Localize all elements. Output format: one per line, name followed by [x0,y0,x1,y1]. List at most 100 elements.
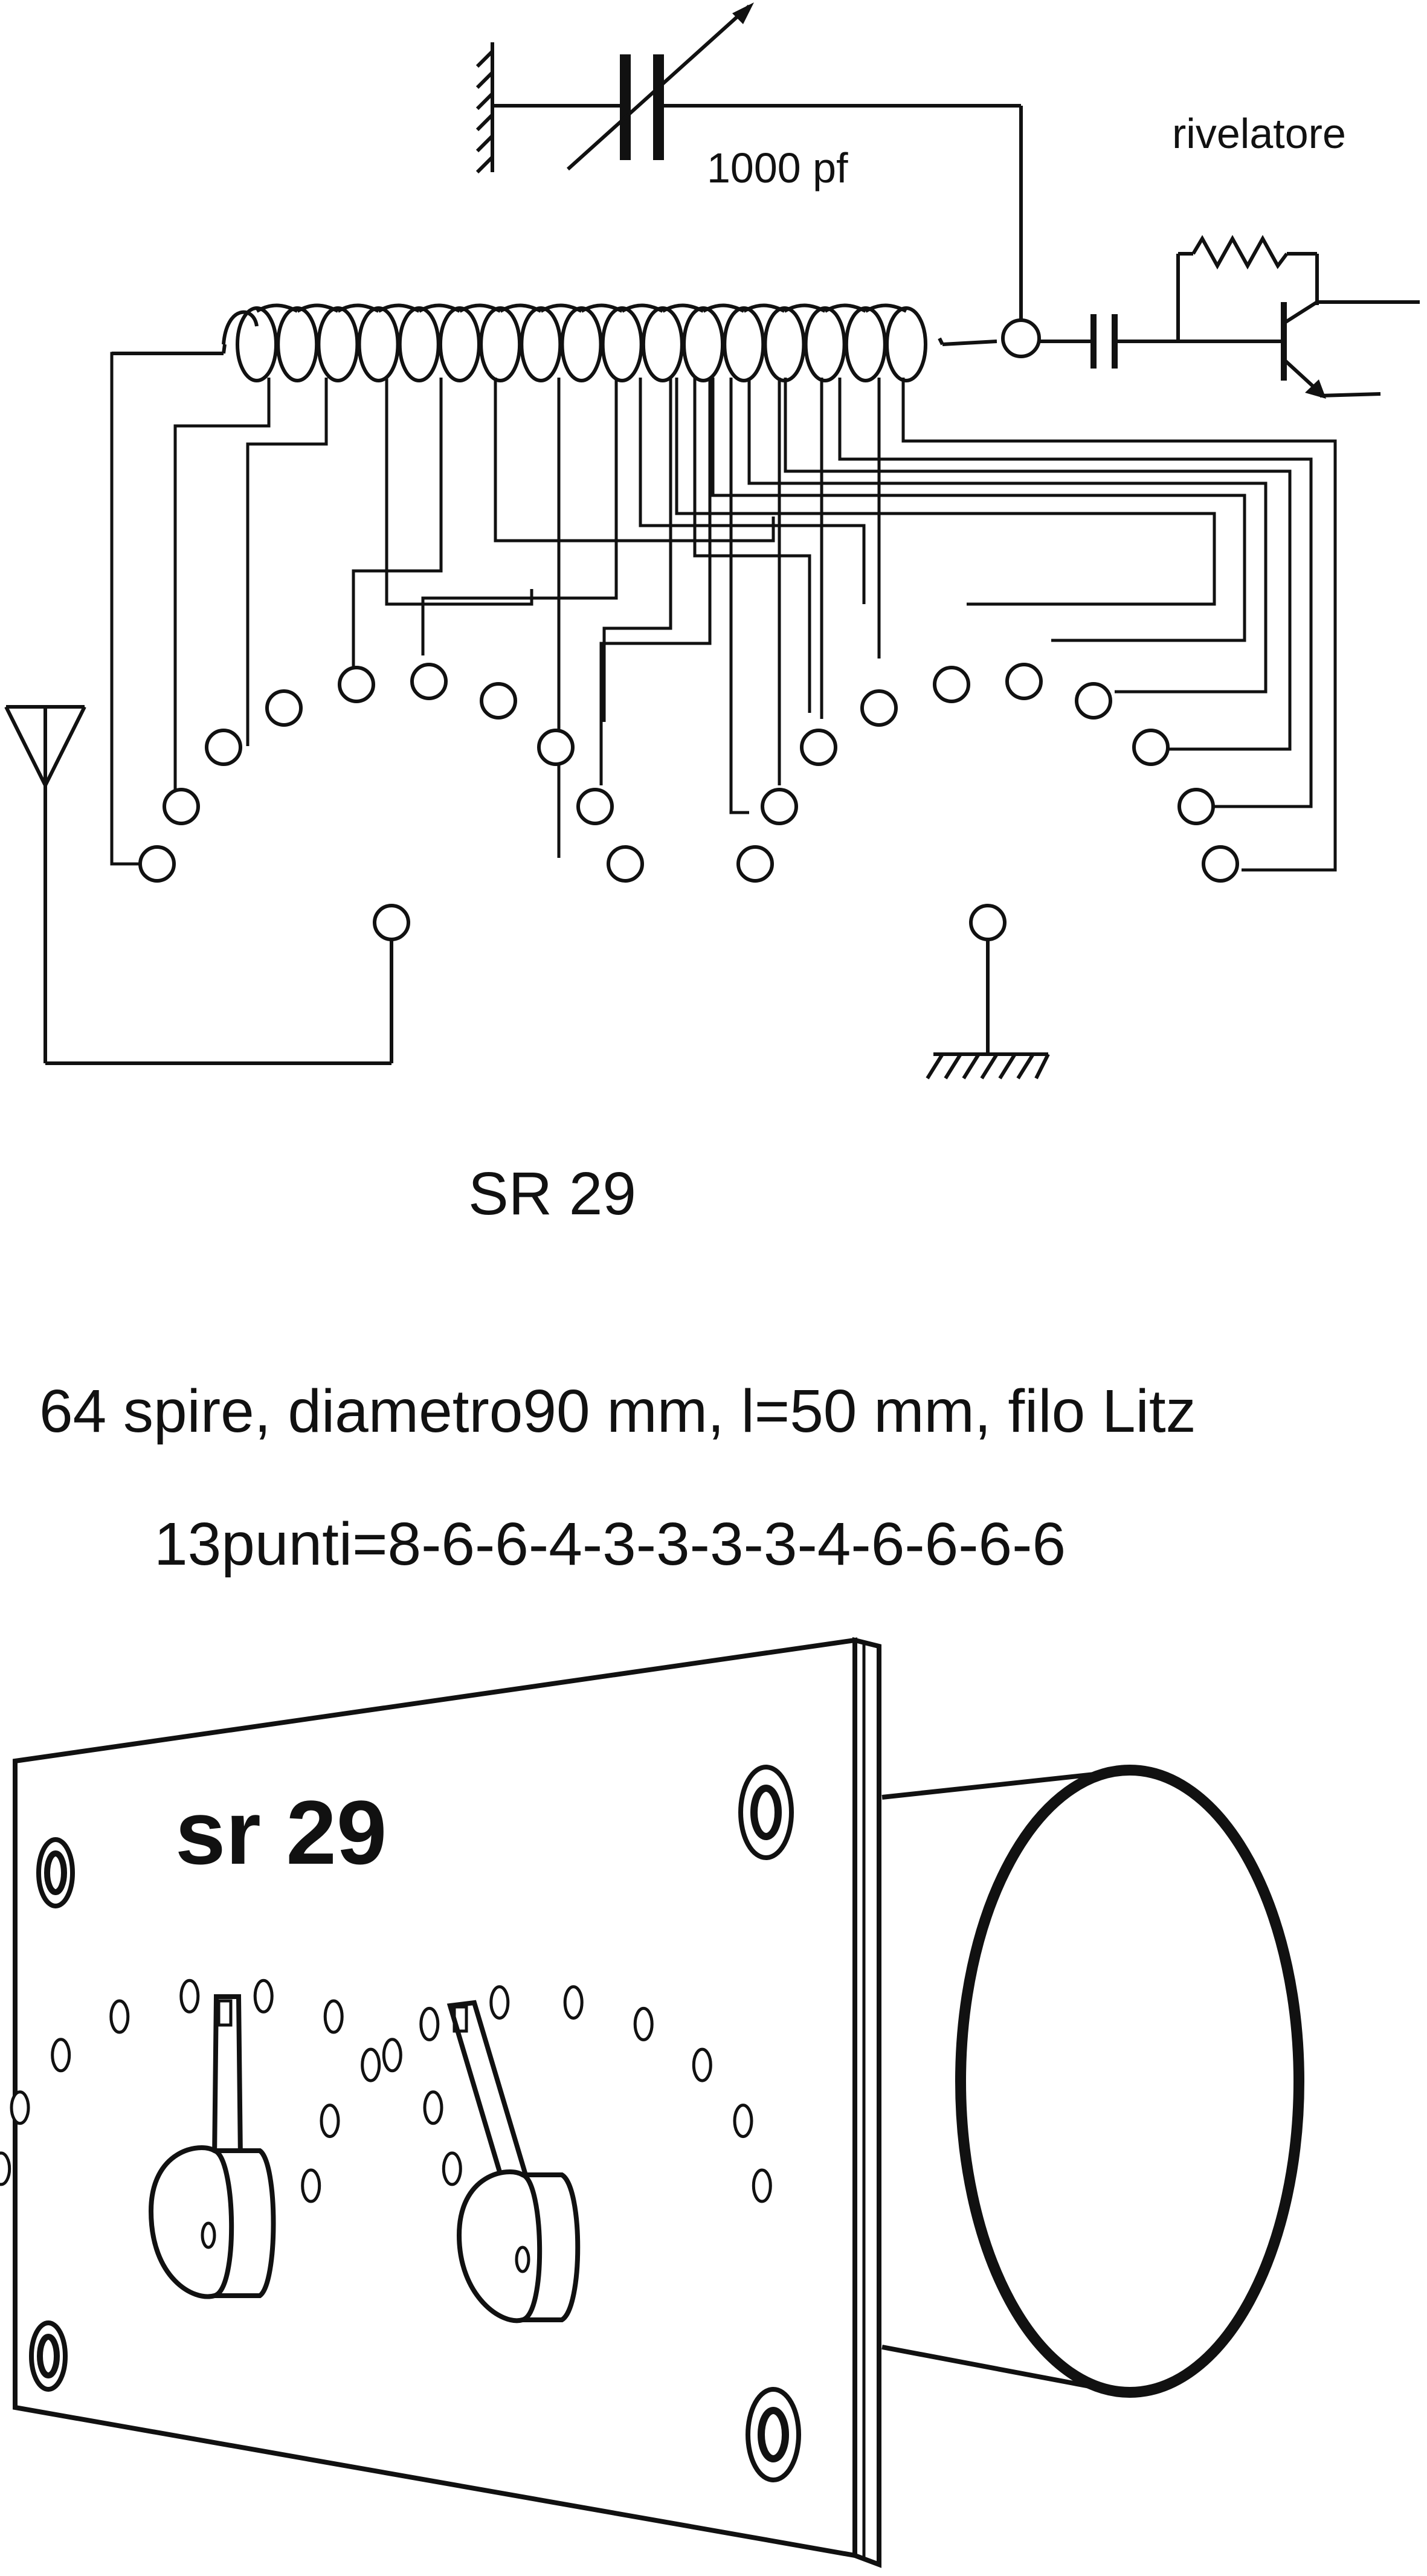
switch-stud [633,2006,654,2041]
coil-turn [804,306,846,382]
tap-wire [494,378,775,543]
coil-turn [438,306,481,382]
panel-drawing: sr 29 [0,1637,1304,2568]
switch-contact [138,845,176,883]
antenna-icon [4,705,410,1065]
switch-stud [752,2168,772,2203]
coil-former-cylinder [881,1765,1304,2398]
switch-contacts [138,663,1239,883]
tap-wire [675,378,1216,606]
switch-stud [109,1999,130,2034]
coil-turn [560,306,603,382]
switch-contact [480,682,517,720]
switch-contact [800,729,837,766]
tap-wire [246,378,328,746]
tap-wire [747,378,1268,694]
tap-wire [639,378,866,604]
switch-stud [253,1979,274,2014]
switch-stud [733,2104,753,2139]
tap-wire [352,378,443,668]
tap-wire [838,378,1313,808]
tap-wire [110,352,224,866]
coil-turn [885,306,927,382]
tap-wire [421,378,618,655]
tap-wire [599,378,712,785]
switch-stud [179,1979,200,2014]
switch-contact [1005,663,1043,700]
coil-turn [236,306,278,382]
knob-left[interactable] [148,1994,276,2299]
mounting-screw-icon [36,1837,75,1908]
switch-contact [205,729,242,766]
coil-icon [236,303,927,382]
switch-stud [489,1985,510,2020]
transistor-icon [1281,300,1420,399]
taps-spec-line: 13punti=8-6-6-4-3-3-3-3-4-6-6-6-6 [154,1510,1066,1578]
switch-stud [361,2047,381,2082]
switch-stud [51,2038,71,2073]
switch-contact [410,663,448,700]
coil-turn [479,306,522,382]
coil-turn [398,306,440,382]
switch-contact [1132,729,1170,766]
coil-turn [520,306,562,382]
coil-turn [844,306,887,382]
switch-contact [860,689,898,727]
tap-wire [602,378,672,722]
coil-spec-line: 64 spire, diametro90 mm, l=50 mm, filo L… [39,1377,1196,1445]
switch-contact [607,845,644,883]
panel-edge [852,1637,881,2568]
capacitor-value-label: 1000 pf [707,144,848,192]
switch-studs [0,1979,772,2203]
resistor-icon [1176,234,1319,341]
switch-contact [265,689,303,727]
switch-contact [1075,682,1112,720]
tap-wire [901,378,1337,872]
switch-stud [323,1999,344,2034]
mounting-screw-icon [738,1765,794,1860]
coil-turn [276,306,319,382]
switch-contact [576,788,614,825]
switch-contact [933,666,970,703]
switch-stud [423,2090,443,2125]
switch-stud [442,2151,462,2186]
tap-wire [173,378,271,791]
tap-wire [784,378,1292,751]
detector-label: rivelatore [1172,110,1346,157]
coil-turn [641,306,684,382]
switch-contact [736,845,774,883]
panel-label: sr 29 [175,1782,387,1883]
switch-stud [0,2151,11,2186]
mounting-screw-icon [29,2320,68,2392]
switch-stud [10,2090,30,2125]
tap-wire [729,378,749,814]
coil-schematic: 1000 pf rivelatore [4,2,1420,1080]
switch-stud [419,2006,440,2041]
coil-turn [317,306,359,382]
switch-contact [1177,788,1215,825]
knob-right[interactable] [446,2000,581,2323]
mounting-screw-icon [746,2387,801,2482]
switch-stud [320,2104,340,2139]
tap-wire [711,378,1246,642]
switch-contact [338,666,375,703]
variable-capacitor-icon [492,2,1021,171]
switch-contact [761,788,798,825]
ground-icon [926,904,1050,1080]
coil-turn [357,306,400,382]
coil-turn [601,306,643,382]
switch-contact [1202,845,1239,883]
switch-stud [563,1985,584,2020]
diagram-title: SR 29 [468,1160,636,1228]
switch-stud [692,2047,712,2082]
junction-node [1001,318,1041,358]
switch-stud [301,2168,321,2203]
switch-stud [382,2038,402,2073]
coil-tap-wires [110,352,1337,872]
coil-turn [682,306,725,382]
coil-turn [723,306,765,382]
tap-wire [693,378,811,713]
switch-contact [537,729,575,766]
switch-contact [163,788,200,825]
